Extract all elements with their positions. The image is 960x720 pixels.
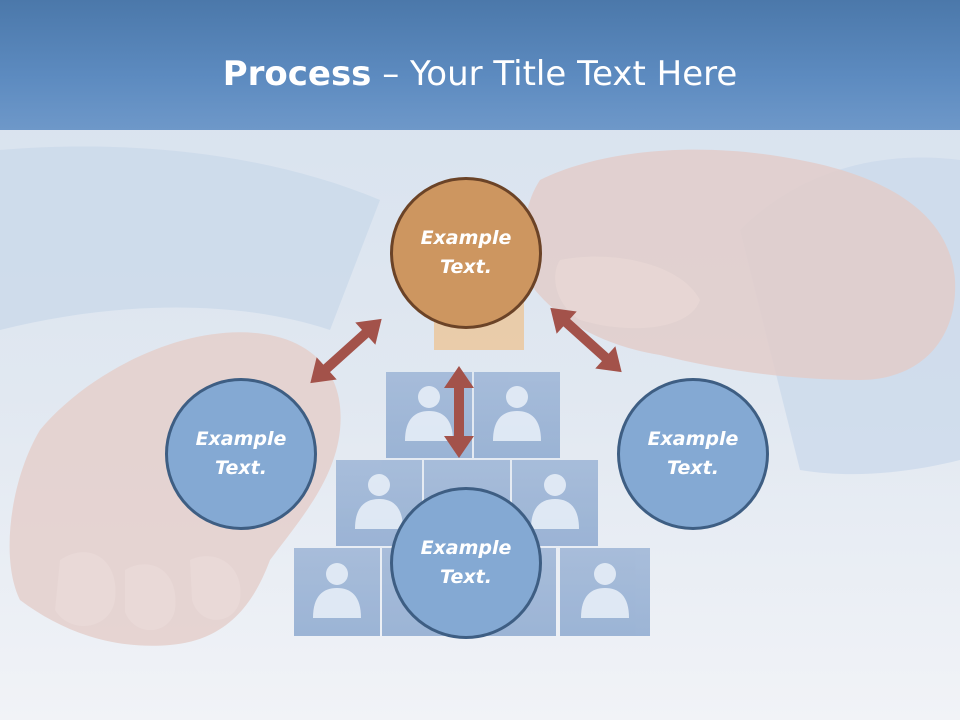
node-left-label: Example Text.	[195, 428, 287, 479]
title-rest: – Your Title Text Here	[371, 54, 738, 94]
node-right-label: Example Text.	[647, 428, 739, 479]
node-bottom: Example Text.	[390, 487, 542, 639]
node-top: Example Text.	[390, 177, 542, 329]
node-bottom-label: Example Text.	[420, 537, 512, 588]
title-bar	[0, 0, 960, 130]
node-top-label: Example Text.	[420, 227, 512, 278]
arrow-top-right	[550, 307, 622, 373]
arrow-top-left	[310, 318, 382, 384]
slide-title: Process – Your Title Text Here	[0, 52, 960, 96]
node-left: Example Text.	[165, 378, 317, 530]
arrow-vertical	[444, 366, 474, 458]
node-right: Example Text.	[617, 378, 769, 530]
title-bold: Process	[222, 54, 372, 94]
